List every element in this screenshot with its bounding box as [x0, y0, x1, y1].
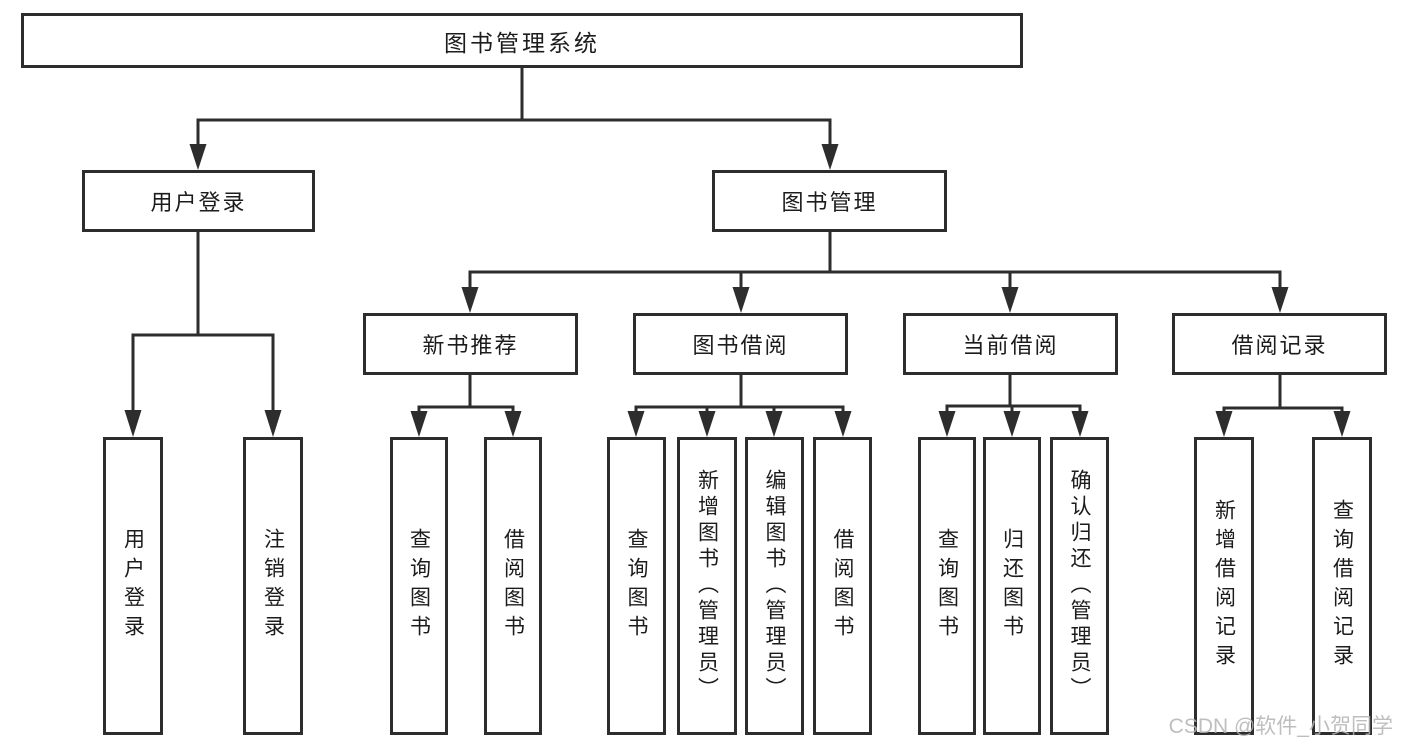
node-user-login-label: 用户登录 [150, 190, 247, 215]
connector-segments [131, 68, 1344, 416]
arrow-down-icon [504, 411, 522, 437]
leaf-logout-label: 注销登录 [261, 528, 285, 644]
leaf-confirm-return-admin-label: 确认归还（管理员） [1068, 469, 1091, 703]
leaf-logout: 注销登录 [243, 437, 303, 735]
leaf-user-login: 用户登录 [103, 437, 163, 735]
node-book-management: 图书管理 [712, 170, 947, 232]
leaf-return-book: 归还图书 [983, 437, 1041, 735]
leaf-query-book-current: 查询图书 [918, 437, 976, 735]
arrow-down-icon [1001, 287, 1019, 313]
leaf-query-book-borrowing-label: 查询图书 [625, 528, 648, 644]
arrow-down-icon [765, 411, 783, 437]
arrow-down-icon [1071, 411, 1089, 437]
arrow-down-icon [1215, 411, 1233, 437]
arrow-down-icon [410, 411, 428, 437]
node-root: 图书管理系统 [21, 13, 1023, 68]
arrow-down-icon [1271, 287, 1289, 313]
arrow-down-icon [938, 411, 956, 437]
node-borrowing-records-label: 借阅记录 [1231, 333, 1328, 358]
leaf-query-book-recommend-label: 查询图书 [407, 528, 431, 644]
leaf-borrow-book-recommend-label: 借阅图书 [501, 528, 525, 644]
leaf-borrow-book-borrowing: 借阅图书 [813, 437, 872, 735]
node-current-borrowing-label: 当前借阅 [962, 333, 1059, 358]
leaf-query-book-current-label: 查询图书 [935, 528, 959, 644]
leaf-add-borrow-record-label: 新增借阅记录 [1212, 499, 1236, 673]
node-new-book-recommend-label: 新书推荐 [422, 333, 519, 358]
leaf-borrow-book-recommend: 借阅图书 [484, 437, 542, 735]
arrow-down-icon [732, 287, 750, 313]
node-current-borrowing: 当前借阅 [903, 313, 1118, 375]
arrow-down-icon [821, 144, 839, 170]
leaf-query-borrow-record-label: 查询借阅记录 [1330, 499, 1354, 673]
leaf-query-book-borrowing: 查询图书 [607, 437, 666, 735]
arrow-down-icon [264, 410, 282, 437]
leaf-query-book-recommend: 查询图书 [390, 437, 448, 735]
node-new-book-recommend: 新书推荐 [363, 313, 578, 375]
node-borrowing-records: 借阅记录 [1172, 313, 1387, 375]
leaf-edit-book-admin-label: 编辑图书（管理员） [763, 469, 786, 703]
arrow-down-icon [1003, 411, 1021, 437]
node-book-borrowing-label: 图书借阅 [692, 333, 789, 358]
leaf-confirm-return-admin: 确认归还（管理员） [1050, 437, 1109, 735]
arrow-down-icon [124, 410, 142, 437]
node-book-management-label: 图书管理 [781, 190, 878, 215]
leaf-borrow-book-borrowing-label: 借阅图书 [831, 528, 854, 644]
leaf-user-login-label: 用户登录 [121, 528, 145, 644]
arrow-down-icon [189, 144, 207, 170]
arrow-down-icon [1333, 411, 1351, 437]
csdn-watermark: CSDN @软件_小贺同学 [1168, 715, 1393, 738]
arrowhead-icons [124, 144, 1351, 437]
arrow-down-icon [834, 411, 852, 437]
leaf-query-borrow-record: 查询借阅记录 [1312, 437, 1372, 735]
arrow-down-icon [461, 287, 479, 313]
leaf-add-book-admin-label: 新增图书（管理员） [695, 469, 719, 703]
leaf-add-borrow-record: 新增借阅记录 [1194, 437, 1254, 735]
node-book-borrowing: 图书借阅 [633, 313, 848, 375]
leaf-edit-book-admin: 编辑图书（管理员） [745, 437, 804, 735]
node-root-label: 图书管理系统 [444, 29, 600, 56]
leaf-return-book-label: 归还图书 [1000, 528, 1024, 644]
arrow-down-icon [627, 411, 645, 437]
node-user-login: 用户登录 [82, 170, 315, 232]
arrow-down-icon [698, 411, 716, 437]
leaf-add-book-admin: 新增图书（管理员） [677, 437, 737, 735]
